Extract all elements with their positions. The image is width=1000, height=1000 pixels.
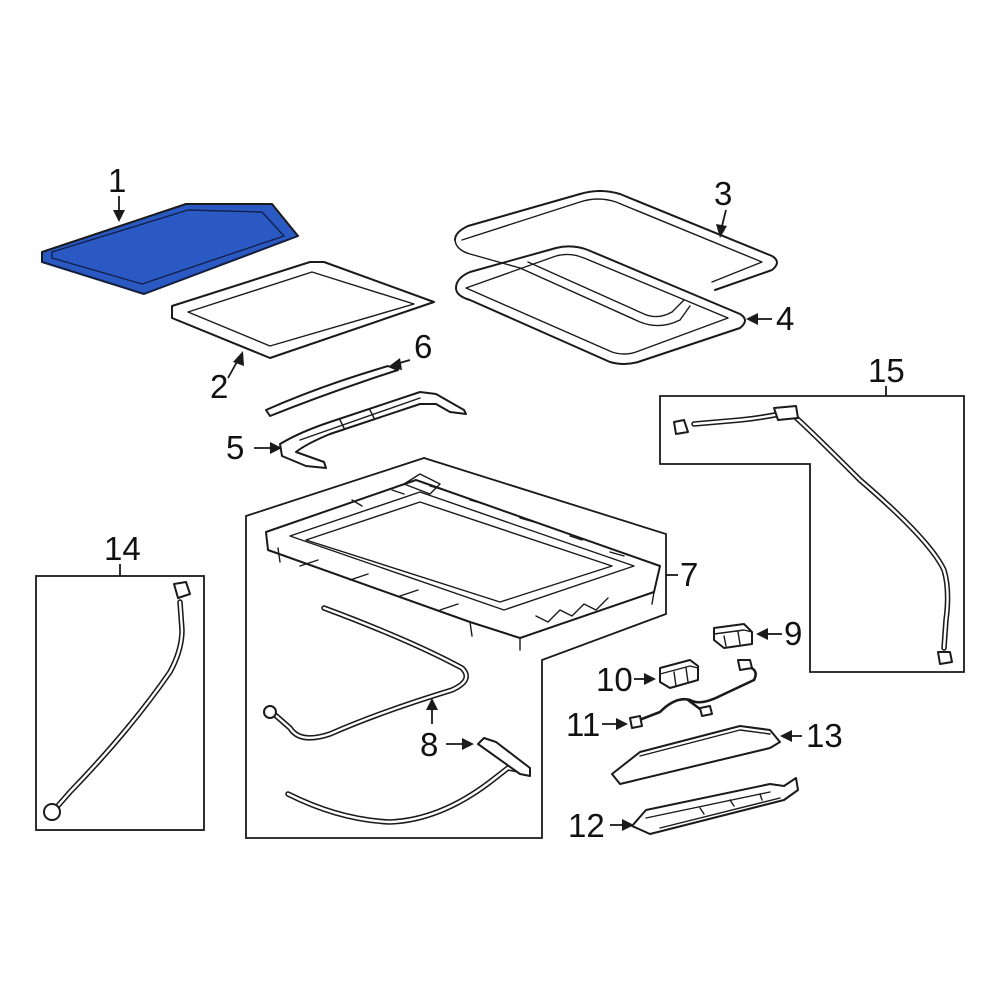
callout-2[interactable]: 2 bbox=[210, 368, 228, 405]
part-15-box bbox=[659, 395, 965, 673]
callout-3[interactable]: 3 bbox=[714, 175, 732, 212]
callout-14[interactable]: 14 bbox=[104, 530, 141, 567]
callout-9[interactable]: 9 bbox=[784, 615, 802, 652]
part-2-panel-frame[interactable] bbox=[171, 261, 435, 359]
part-3-outer-weatherstrip[interactable] bbox=[454, 190, 778, 291]
callout-12[interactable]: 12 bbox=[568, 807, 605, 844]
part-1-glass-panel[interactable] bbox=[41, 203, 299, 295]
callout-11[interactable]: 11 bbox=[566, 706, 600, 743]
part-4-inner-seal[interactable] bbox=[455, 245, 746, 365]
callout-10[interactable]: 10 bbox=[596, 661, 633, 698]
callout-15[interactable]: 15 bbox=[868, 352, 905, 389]
part-12-rail[interactable] bbox=[631, 777, 799, 835]
leaders bbox=[113, 196, 887, 831]
part-9-connector[interactable] bbox=[713, 623, 753, 649]
callout-8[interactable]: 8 bbox=[420, 726, 438, 763]
callout-4[interactable]: 4 bbox=[776, 300, 794, 337]
part-7-sunroof-frame[interactable] bbox=[265, 473, 661, 651]
callout-13[interactable]: 13 bbox=[806, 717, 843, 754]
part-13-panel[interactable] bbox=[611, 725, 781, 785]
callout-6[interactable]: 6 bbox=[414, 328, 432, 365]
part-5-bracket[interactable] bbox=[279, 391, 467, 469]
part-8-drain-hose[interactable] bbox=[263, 605, 531, 825]
part-11-wire-harness[interactable] bbox=[629, 659, 757, 729]
part-15-drain-hose[interactable] bbox=[673, 405, 953, 665]
part-14-drain-hose[interactable] bbox=[43, 581, 191, 821]
callout-1[interactable]: 1 bbox=[108, 162, 126, 199]
callout-7[interactable]: 7 bbox=[680, 556, 698, 593]
callout-5[interactable]: 5 bbox=[226, 429, 244, 466]
part-10-connector[interactable] bbox=[659, 659, 699, 689]
part-6-wind-deflector[interactable] bbox=[265, 365, 399, 417]
callout-labels: 1 2 3 4 5 6 7 8 9 10 11 12 13 14 15 bbox=[104, 162, 905, 844]
part-7-box bbox=[245, 457, 667, 839]
